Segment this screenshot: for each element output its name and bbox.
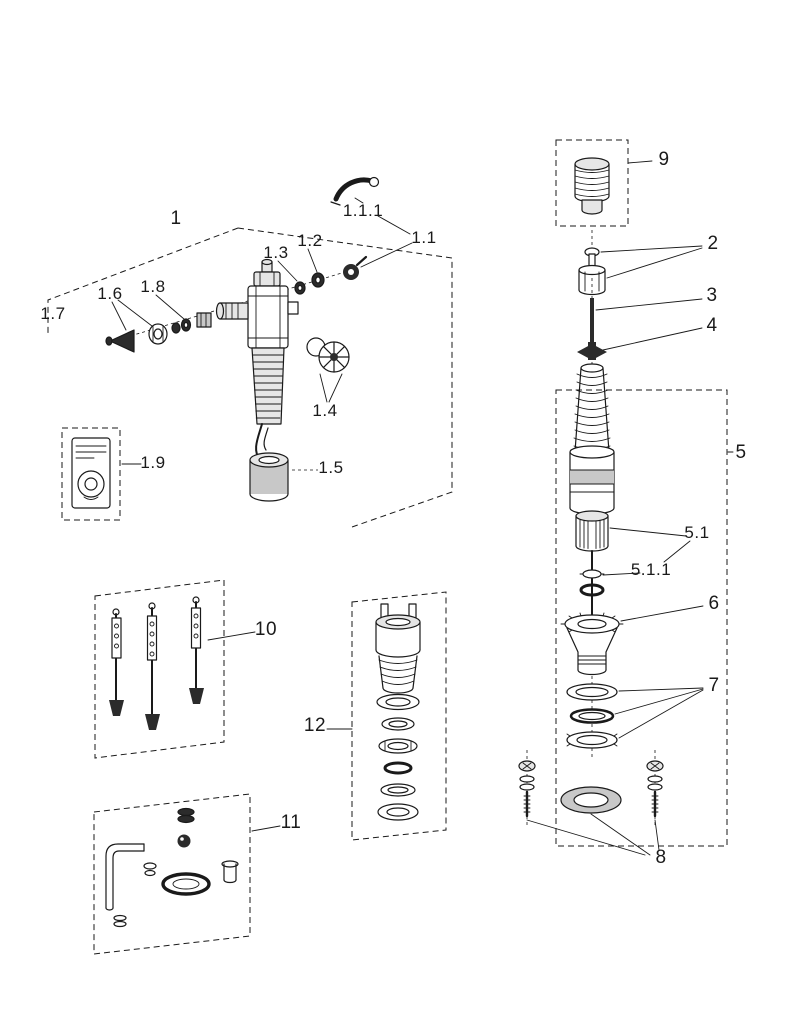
part-small-rings	[277, 248, 325, 295]
part-9-pushbutton	[555, 139, 653, 227]
part-ribbed-shaft	[251, 347, 285, 425]
callout-1-1-1: 1.1.1	[342, 201, 384, 220]
part-2-pin-and-cap	[578, 245, 703, 296]
part-wheel-knob	[306, 337, 350, 403]
callout-1-9: 1.9	[140, 453, 166, 472]
part-clamp-lever	[330, 176, 380, 206]
part-bushing	[249, 452, 318, 502]
callout-1-8: 1.8	[140, 277, 166, 296]
callout-6: 6	[708, 593, 720, 614]
part-inlet-fittings	[155, 294, 212, 334]
callout-5-1: 5.1	[684, 523, 710, 542]
callout-1-3: 1.3	[263, 243, 289, 262]
part-3-rod	[590, 298, 703, 346]
callout-11: 11	[280, 812, 302, 833]
callout-12: 12	[303, 715, 327, 736]
group-11-parts-kit	[93, 793, 281, 955]
part-6-valve-seat	[560, 605, 704, 676]
part-elbow-fitting	[343, 255, 368, 280]
part-5-1-1-seals	[579, 569, 641, 597]
callout-1-4: 1.4	[312, 401, 338, 420]
part-hex-nut	[148, 323, 168, 345]
part-5-1-seal-housing	[575, 510, 691, 617]
callout-1-7: 1.7	[40, 304, 66, 323]
part-7-gaskets	[566, 683, 704, 749]
part-fill-valve-body	[215, 258, 299, 349]
part-service-kit	[61, 427, 142, 521]
part-8-fasteners-and-gasket	[518, 750, 664, 856]
part-4-wing-clip	[577, 327, 703, 360]
part-cone-seal	[105, 299, 153, 353]
callout-3: 3	[706, 285, 718, 306]
callout-4: 4	[706, 315, 718, 336]
callout-8: 8	[655, 847, 667, 868]
callout-7: 7	[708, 675, 720, 696]
group-10-rods	[94, 579, 256, 759]
callout-5: 5	[735, 442, 747, 463]
callout-1-1: 1.1	[411, 228, 437, 247]
callout-2: 2	[707, 233, 719, 254]
callout-1-2: 1.2	[297, 231, 323, 250]
part-5-valve-body	[569, 445, 615, 515]
group-12-valve-column	[326, 591, 447, 841]
callout-1-5: 1.5	[318, 458, 344, 477]
callout-1: 1	[170, 208, 182, 229]
callout-9: 9	[658, 149, 670, 170]
callout-1-6: 1.6	[97, 284, 123, 303]
callout-10: 10	[254, 619, 278, 640]
callout-5-1-1: 5.1.1	[630, 560, 672, 579]
part-bellows	[573, 363, 611, 453]
